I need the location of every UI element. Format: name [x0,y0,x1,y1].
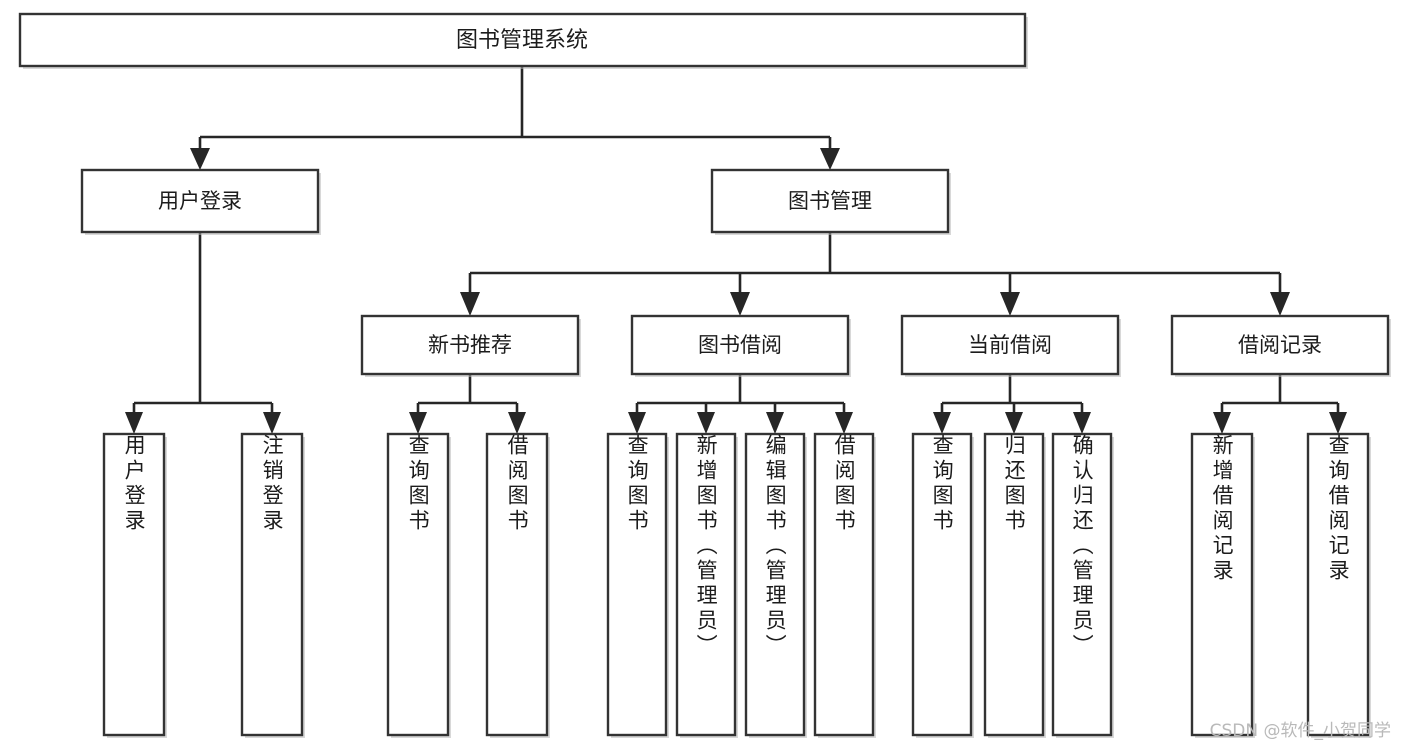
leaf-user-login-rect[interactable] [102,432,166,737]
node-current-borrow[interactable]: 当前借阅 [900,314,1121,377]
arrow-bm-to-borrow [730,292,750,316]
leaf-query-borrow-record-rect[interactable] [1306,432,1370,737]
leaf-query-book-recommend-rect[interactable] [386,432,450,737]
node-borrow-records-rect [1170,314,1390,376]
node-borrow-records[interactable]: 借阅记录 [1170,314,1391,377]
arrow-nbr-leaf-1 [409,412,427,434]
node-book-management-rect [710,168,950,234]
node-book-borrow-label: 图书借阅 [698,333,782,357]
node-new-book-recommend[interactable]: 新书推荐 [360,314,581,377]
node-book-management[interactable]: 图书管理 [710,168,951,235]
leaf-return-book-rect[interactable] [983,432,1045,737]
node-borrow-records-label: 借阅记录 [1238,333,1322,357]
leaf-confirm-return-admin-rect[interactable] [1051,432,1113,737]
arrow-ul-leaf-1 [125,412,143,434]
arrow-ul-leaf-2 [263,412,281,434]
csdn-watermark: CSDN @软件_小贺同学 [1209,721,1391,741]
node-root-rect [18,12,1027,68]
node-user-login[interactable]: 用户登录 [80,168,321,235]
arrow-nbr-leaf-2 [508,412,526,434]
leaf-query-book-borrow-rect[interactable] [606,432,668,737]
leaf-query-book-current-rect[interactable] [911,432,973,737]
node-new-book-recommend-label: 新书推荐 [428,333,512,357]
node-book-management-label: 图书管理 [788,189,872,213]
leaf-logout-rect[interactable] [240,432,304,737]
arrow-root-to-book-management [820,148,840,170]
arrow-bm-to-records [1270,292,1290,316]
node-user-login-rect [80,168,320,234]
leaf-add-borrow-record-rect[interactable] [1190,432,1254,737]
arrow-bb-leaf-3 [766,412,784,434]
arrow-br-leaf-2 [1329,412,1347,434]
arrow-cb-leaf-1 [933,412,951,434]
node-book-borrow[interactable]: 图书借阅 [630,314,851,377]
node-root[interactable]: 图书管理系统 [18,12,1028,69]
leaf-add-book-admin-rect[interactable] [675,432,737,737]
arrow-cb-leaf-2 [1005,412,1023,434]
node-root-label: 图书管理系统 [456,28,588,53]
node-book-borrow-rect [630,314,850,376]
node-new-book-recommend-rect [360,314,580,376]
connector-layer [125,66,1347,434]
leaf-borrow-book-rect[interactable] [813,432,875,737]
node-current-borrow-label: 当前借阅 [968,333,1052,357]
leaf-box-layer [102,432,1371,738]
arrow-root-to-user-login [190,148,210,170]
arrow-bb-leaf-2 [697,412,715,434]
arrow-bb-leaf-1 [628,412,646,434]
leaf-edit-book-admin-rect[interactable] [744,432,806,737]
arrow-cb-leaf-3 [1073,412,1091,434]
leaf-borrow-book-recommend-rect[interactable] [485,432,549,737]
arrow-br-leaf-1 [1213,412,1231,434]
arrow-bm-to-recommend [460,292,480,316]
arrow-bm-to-current [1000,292,1020,316]
node-current-borrow-rect [900,314,1120,376]
node-user-login-label: 用户登录 [158,189,242,213]
arrow-bb-leaf-4 [835,412,853,434]
